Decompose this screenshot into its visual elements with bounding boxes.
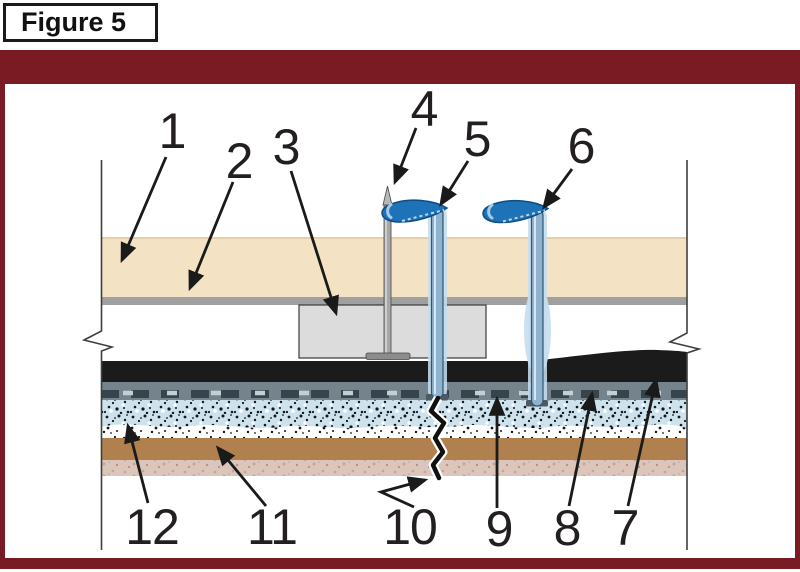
- callout-10: 10: [383, 499, 438, 555]
- arrow-6: [542, 168, 574, 210]
- arrow-2: [188, 181, 235, 292]
- frame-left-border: [0, 84, 5, 559]
- callout-11: 11: [247, 499, 298, 555]
- deck-board-layer: [101, 297, 687, 305]
- section-break-line-left: [81, 160, 115, 550]
- adhesive-drop-left: [381, 199, 449, 223]
- wood-deck-top-edge: [101, 237, 687, 239]
- figure-title-box: Figure 5: [3, 3, 158, 42]
- arrow-3: [289, 170, 339, 317]
- arrow-8: [567, 390, 597, 507]
- arrow-4: [393, 127, 418, 186]
- callout-2: 2: [225, 133, 254, 189]
- frame-right-border: [795, 84, 800, 559]
- arrow-1: [120, 156, 168, 264]
- callout-5: 5: [463, 111, 492, 167]
- fasteners: [365, 185, 551, 408]
- blue-pin-right: [524, 208, 551, 408]
- callout-12: 12: [125, 499, 180, 555]
- figure-title: Figure 5: [21, 7, 127, 37]
- callout-6: 6: [567, 118, 596, 174]
- adhesive-drop-right: [482, 199, 550, 224]
- frame-bottom-border: [0, 558, 800, 569]
- frame-top-bar: [0, 50, 800, 84]
- gray-pin: [365, 185, 411, 360]
- section-boundaries: [81, 160, 702, 550]
- arrow-11: [215, 445, 268, 507]
- arrow-7: [626, 376, 661, 507]
- curb-block: [298, 304, 487, 359]
- callout-1: 1: [158, 103, 187, 159]
- callout-arrows: [120, 127, 661, 509]
- crack: [426, 395, 449, 481]
- callout-3: 3: [272, 119, 301, 175]
- callout-4: 4: [410, 81, 439, 137]
- callout-9: 9: [485, 501, 514, 557]
- callout-8: 8: [553, 500, 582, 556]
- brown-layer: [101, 438, 687, 460]
- white-speckle-band: [101, 424, 687, 439]
- arrow-12: [124, 422, 150, 504]
- pink-base-layer: [101, 460, 687, 476]
- wood-deck-layer: [101, 237, 687, 298]
- callout-7: 7: [611, 500, 640, 556]
- arrow-5: [439, 160, 470, 207]
- arrow-10: [376, 476, 429, 509]
- blue-pin-left: [426, 206, 448, 401]
- section-break-line-right: [667, 160, 702, 550]
